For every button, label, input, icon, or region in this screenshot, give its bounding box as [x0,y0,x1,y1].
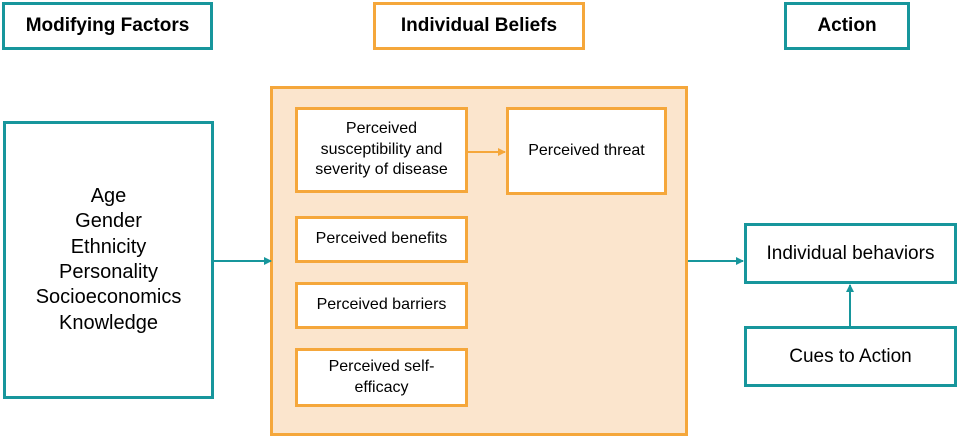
factor-age: Age [90,184,127,207]
individual-beliefs-header: Individual Beliefs [373,2,585,50]
factor-socioeconomics: Socioeconomics [35,286,182,309]
perceived-threat-box: Perceived threat [506,107,667,195]
perceived-susceptibility-box: Perceived susceptibility and severity of… [295,107,468,193]
cues-to-action-box: Cues to Action [744,326,957,387]
factor-personality: Personality [59,261,158,283]
factor-gender: Gender [75,210,142,233]
modifying-factors-header: Modifying Factors [2,2,213,50]
perceived-barriers-box: Perceived barriers [295,282,468,329]
perceived-benefits-box: Perceived benefits [295,216,468,263]
factor-knowledge: Knowledge [59,311,158,334]
perceived-self-efficacy-box: Perceived self-efficacy [295,348,468,407]
individual-behaviors-box: Individual behaviors [744,223,957,284]
action-header: Action [784,2,910,50]
factor-ethnicity: Ethnicity [70,235,147,258]
modifying-factors-box: Age Gender Ethnicity Personality Socioec… [3,121,214,399]
